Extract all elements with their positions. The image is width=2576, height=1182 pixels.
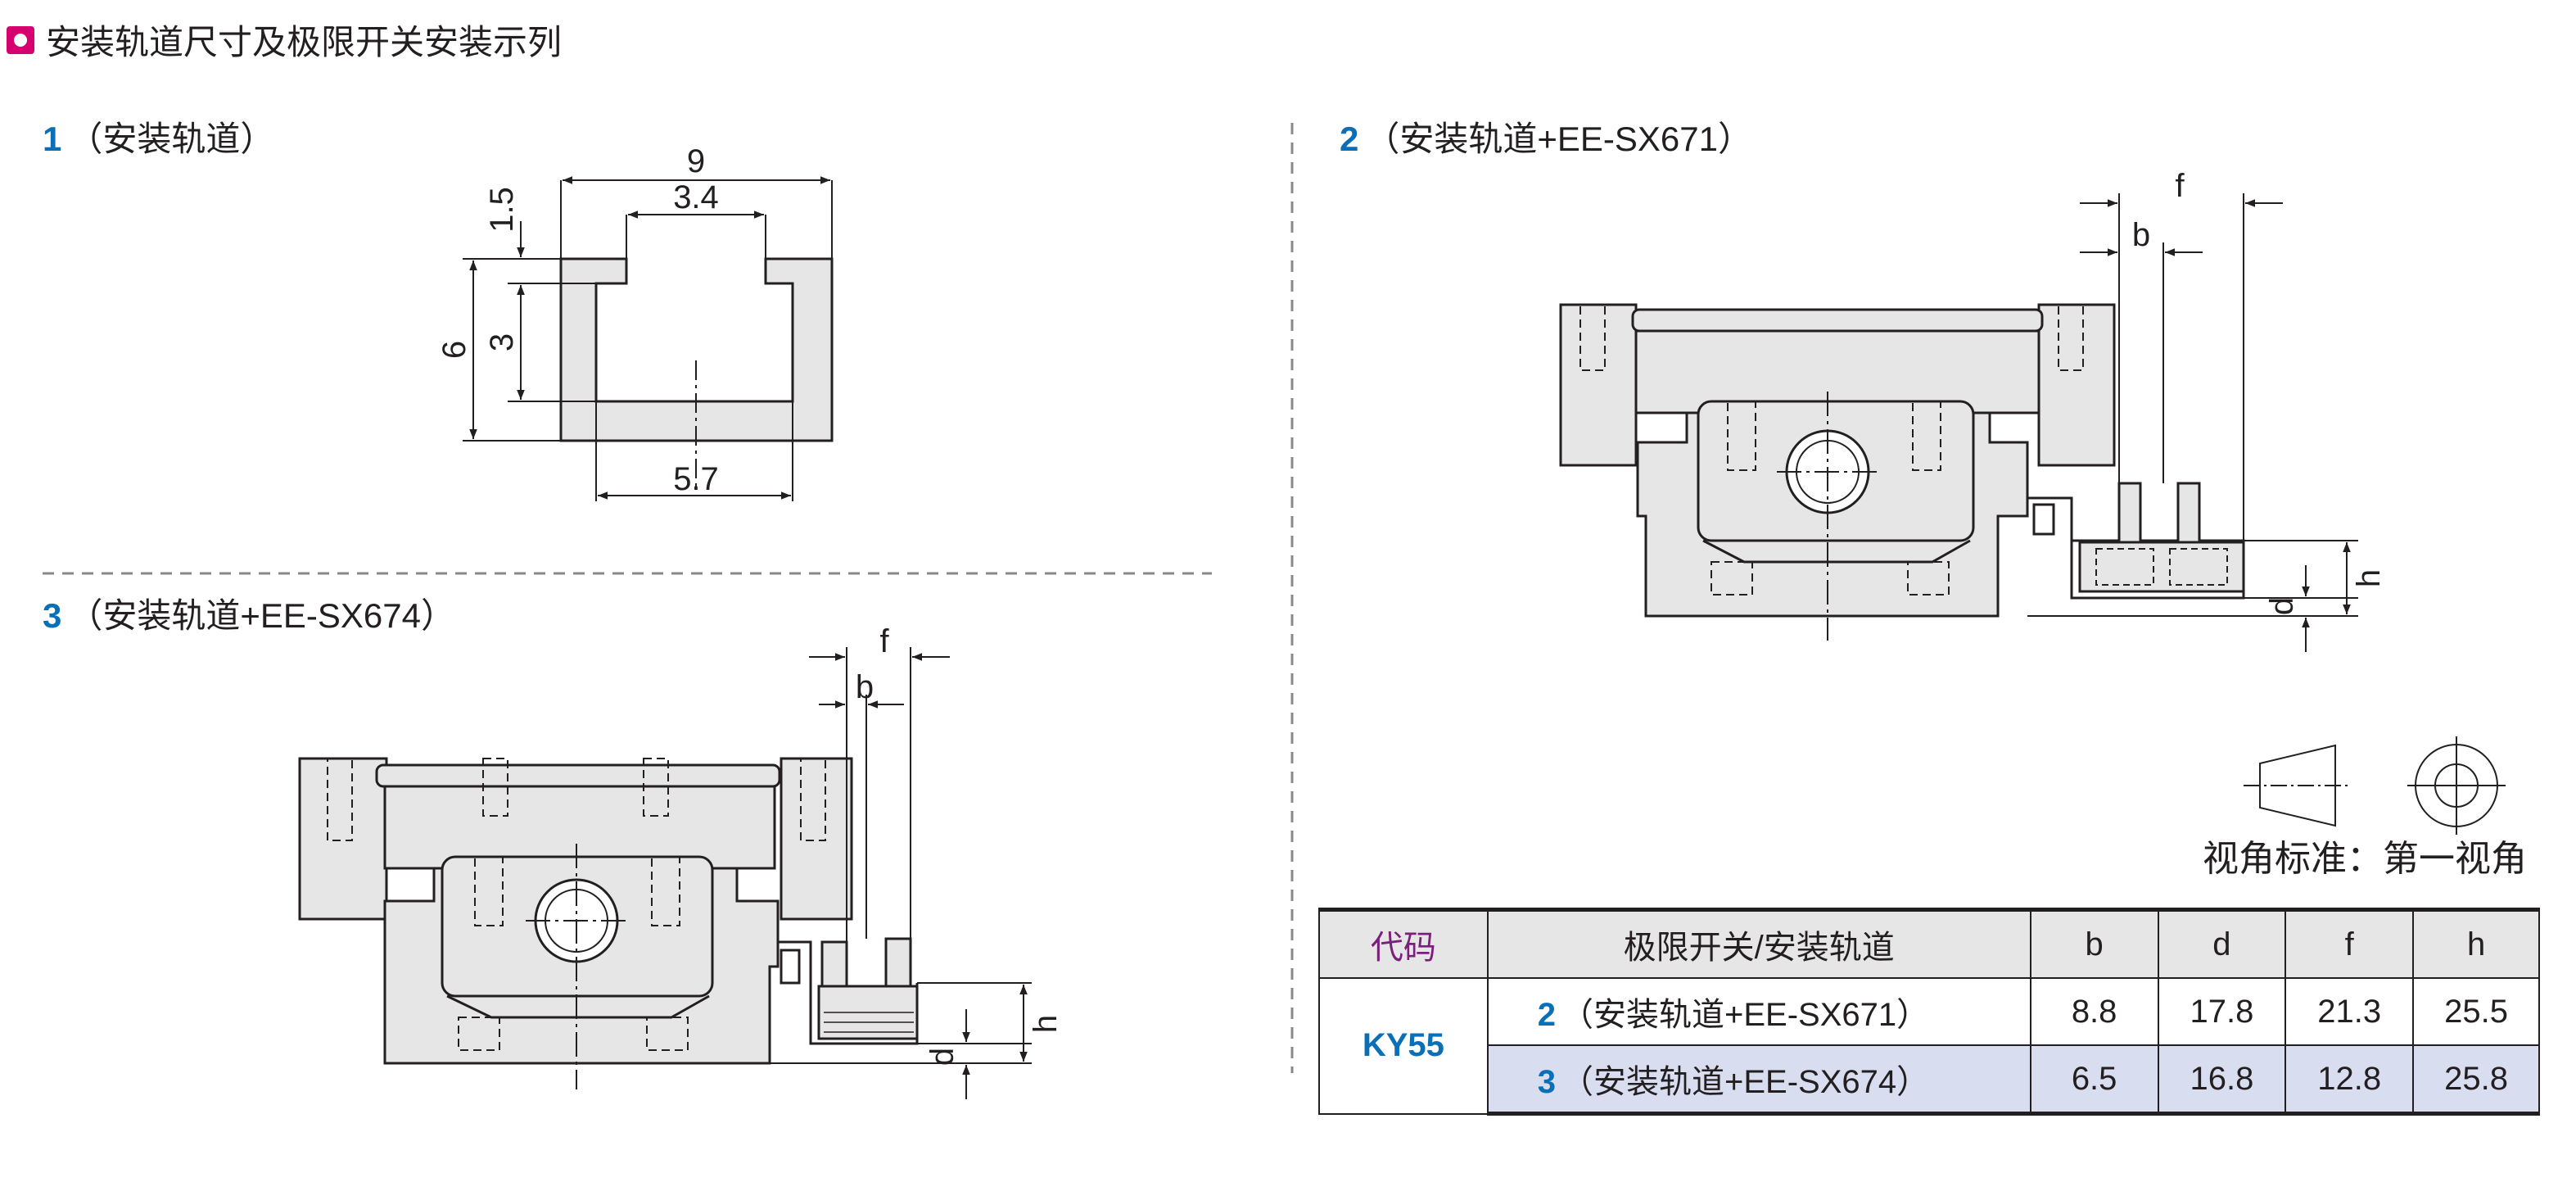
section-title: 安装轨道尺寸及极限开关安装示列: [7, 15, 562, 65]
dim-total-height: 6: [436, 341, 472, 359]
panel-2-label: （安装轨道+EE-SX671）: [1365, 120, 1753, 158]
panel-2-title: 2（安装轨道+EE-SX671）: [1340, 111, 1752, 161]
panel-3-label: （安装轨道+EE-SX674）: [68, 596, 456, 635]
spec-table: 代码 极限开关/安装轨道 b d f h KY55 2（安装轨道+EE-SX67…: [1318, 908, 2540, 1116]
sx674-dim-f: f: [879, 623, 889, 659]
dim-lip-height: 1.5: [484, 187, 520, 233]
header-name: 极限开关/安装轨道: [1486, 908, 2031, 979]
header-d: d: [2157, 908, 2287, 979]
sx671-dim-b: b: [2132, 217, 2150, 253]
dim-slot-depth: 3: [484, 333, 520, 351]
row-2-name: （安装轨道+EE-SX674）: [1561, 1064, 1930, 1100]
dim-overall-width: 9: [687, 143, 705, 179]
table-header-row: 代码 极限开关/安装轨道 b d f h: [1318, 908, 2540, 979]
row-2-number: 3: [1537, 1064, 1556, 1100]
dim-slot-width: 3.4: [673, 179, 719, 215]
table-row: KY55 2（安装轨道+EE-SX671） 8.8 17.8 21.3 25.5: [1318, 977, 2540, 1115]
panel-2-number: 2: [1340, 120, 1359, 158]
row-1-d: 17.8: [2157, 977, 2287, 1046]
header-code: 代码: [1318, 908, 1489, 979]
row-1-name-cell: 2（安装轨道+EE-SX671）: [1486, 977, 2031, 1046]
row-1-h: 25.5: [2412, 977, 2540, 1046]
sx671-dim-d: d: [2264, 597, 2300, 615]
view-standard-label: 视角标准：第一视角: [2203, 839, 2527, 879]
table-row: 3（安装轨道+EE-SX674） 6.5 16.8 12.8 25.8: [1319, 1044, 2540, 1116]
rail-profile-drawing: [463, 176, 834, 501]
assembly-sx671-drawing: [1559, 193, 2358, 652]
row-2-d: 16.8: [2157, 1044, 2287, 1116]
dim-base-width: 5.7: [673, 461, 719, 497]
row-2-name-cell: 3（安装轨道+EE-SX674）: [1486, 1044, 2031, 1116]
header-f: f: [2285, 908, 2415, 979]
panel-1-label: （安装轨道）: [68, 120, 275, 158]
first-angle-projection-icon: [2244, 736, 2506, 835]
row-2-b: 6.5: [2029, 1044, 2159, 1116]
sx671-dim-h: h: [2351, 569, 2387, 587]
row-1-name: （安装轨道+EE-SX671）: [1561, 997, 1930, 1033]
model-code: KY55: [1318, 977, 1489, 1115]
sx674-dim-b: b: [856, 669, 874, 705]
panel-3-title: 3（安装轨道+EE-SX674）: [43, 588, 455, 638]
sx674-dim-h: h: [1028, 1015, 1064, 1033]
panel-1-number: 1: [43, 120, 62, 158]
header-h: h: [2412, 908, 2540, 979]
row-2-f: 12.8: [2285, 1044, 2415, 1116]
row-1-f: 21.3: [2285, 977, 2415, 1046]
row-2-h: 25.8: [2412, 1044, 2540, 1116]
section-title-text: 安装轨道尺寸及极限开关安装示列: [46, 23, 563, 61]
panel-3-number: 3: [43, 596, 62, 635]
assembly-sx674-drawing: [298, 647, 1032, 1099]
row-1-b: 8.8: [2029, 977, 2159, 1046]
row-1-number: 2: [1537, 997, 1556, 1033]
circle-square-icon: [7, 25, 34, 54]
header-b: b: [2029, 908, 2159, 979]
sx674-dim-d: d: [924, 1048, 960, 1066]
sx671-dim-f: f: [2175, 168, 2185, 204]
panel-1-title: 1（安装轨道）: [43, 111, 274, 161]
